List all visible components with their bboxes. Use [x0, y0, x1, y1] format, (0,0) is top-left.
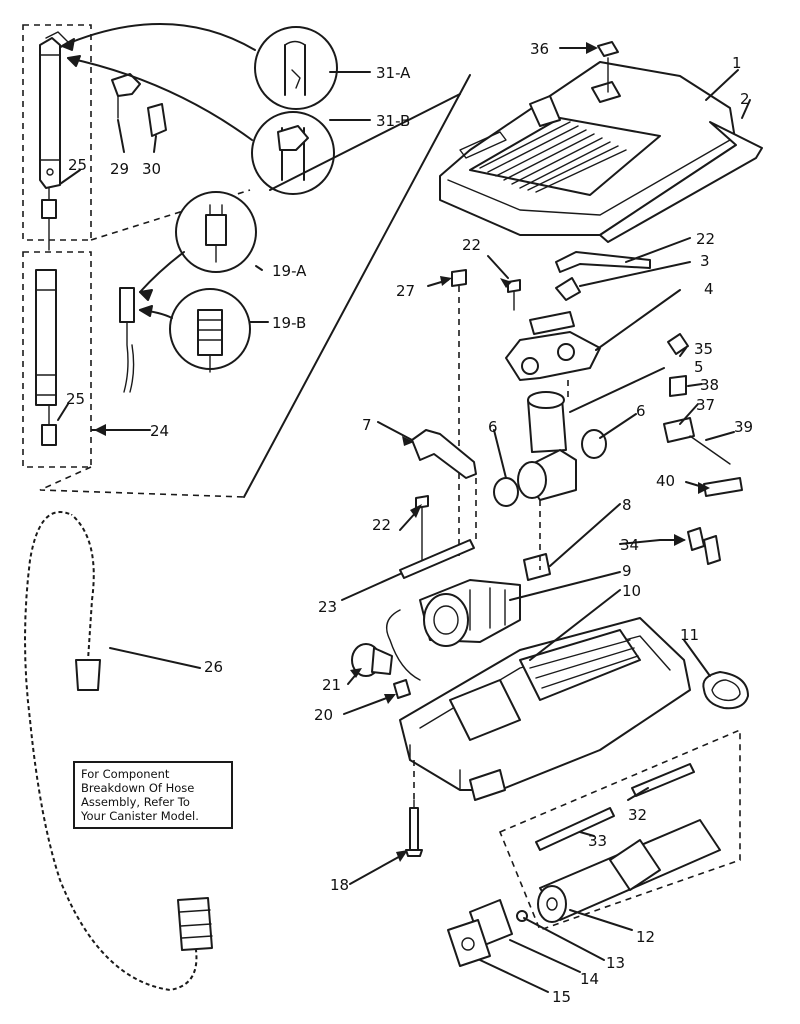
callout-40: 40 [656, 472, 675, 490]
leader-19a [139, 251, 185, 293]
callout-13: 13 [606, 954, 625, 972]
fan-housing [517, 449, 577, 501]
callout-31b: 31-B [376, 112, 410, 130]
gasket-2 [599, 121, 763, 243]
nut-27 [451, 269, 467, 287]
bracket-4 [505, 311, 601, 381]
detail-circle-31a [254, 26, 338, 110]
callout-25-lower: 25 [66, 390, 85, 408]
callout-24: 24 [150, 422, 169, 440]
callout-11: 11 [680, 626, 699, 644]
callout-22-lower: 22 [372, 516, 391, 534]
base-10 [399, 617, 691, 801]
belt-11 [702, 671, 749, 710]
note-line: Breakdown Of Hose [81, 781, 195, 795]
callout-9: 9 [622, 562, 632, 580]
callout-23: 23 [318, 598, 337, 616]
callout-26: 26 [204, 658, 223, 676]
strap-22 [555, 251, 651, 273]
callout-30: 30 [142, 160, 161, 178]
note-line: Assembly, Refer To [81, 795, 190, 809]
detail-circle-19a [175, 191, 257, 273]
leader-31b [67, 57, 253, 141]
callout-1: 1 [732, 54, 742, 72]
spring-39 [689, 435, 731, 465]
callout-14: 14 [580, 970, 599, 988]
callout-12: 12 [636, 928, 655, 946]
callout-2: 2 [740, 90, 750, 108]
callout-3: 3 [700, 252, 710, 270]
switch-38 [669, 375, 687, 397]
callout-33: 33 [588, 832, 607, 850]
callout-4: 4 [704, 280, 714, 298]
callout-29: 29 [110, 160, 129, 178]
callout-37: 37 [696, 396, 715, 414]
motor-cap-5 [527, 391, 567, 453]
detail-circle-19b [169, 288, 251, 373]
callout-31a: 31-A [376, 64, 411, 82]
callout-7: 7 [362, 416, 372, 434]
callout-19a: 19-A [272, 262, 307, 280]
hose-26 [14, 501, 213, 1002]
callout-6-right: 6 [636, 402, 646, 420]
fan-disc-6b [581, 429, 607, 459]
motor-9 [386, 579, 521, 681]
leader-31a [61, 22, 256, 51]
end-cap-15 [447, 919, 491, 967]
callout-38: 38 [700, 376, 719, 394]
upper-handle-group [22, 24, 251, 251]
callout-15: 15 [552, 988, 571, 1006]
cord-plug-19 [119, 287, 135, 393]
callout-labels: 36 1 2 22 3 4 22 27 35 5 38 37 6 39 6 7 … [66, 40, 753, 1006]
screw-22-lower [415, 495, 429, 509]
guide-line [243, 74, 471, 498]
fan-disc-6a [493, 477, 519, 507]
knob-35 [667, 333, 689, 355]
callout-19b: 19-B [272, 314, 306, 332]
note-line: Your Canister Model. [81, 809, 199, 823]
guide-line [269, 93, 461, 191]
note-line: For Component [81, 767, 170, 781]
callout-6-left: 6 [488, 418, 498, 436]
callout-22-mid: 22 [462, 236, 481, 254]
leader-lines [57, 42, 751, 993]
brush-box [498, 728, 741, 932]
bracket-7 [411, 429, 477, 479]
detail-circle-31b [251, 111, 335, 195]
callout-20: 20 [314, 706, 333, 724]
brushroll-12 [537, 819, 721, 923]
callout-22-right: 22 [696, 230, 715, 248]
callout-39: 39 [734, 418, 753, 436]
strip-33 [535, 807, 615, 851]
clip-23 [399, 539, 475, 579]
callout-36: 36 [530, 40, 549, 58]
screw-18 [405, 799, 423, 857]
callout-35: 35 [694, 340, 713, 358]
callout-21: 21 [322, 676, 341, 694]
bracket-37 [663, 417, 695, 443]
clip-40 [703, 477, 743, 497]
callout-27: 27 [396, 282, 415, 300]
switch-21 [351, 643, 393, 677]
hose-reference-note: For Component Breakdown Of Hose Assembly… [73, 761, 233, 829]
callout-8: 8 [622, 496, 632, 514]
lower-handle-group [22, 251, 245, 498]
callout-18: 18 [330, 876, 349, 894]
nut-36 [597, 41, 619, 93]
clip-34 [687, 527, 705, 551]
lamp-20 [393, 679, 411, 699]
callout-25-upper: 25 [68, 156, 87, 174]
cover-1 [439, 61, 737, 236]
callout-32: 32 [628, 806, 647, 824]
plate-8 [523, 553, 551, 581]
callout-34: 34 [620, 536, 639, 554]
callout-5: 5 [694, 358, 704, 376]
callout-10: 10 [622, 582, 641, 600]
bracket-3 [555, 277, 581, 301]
